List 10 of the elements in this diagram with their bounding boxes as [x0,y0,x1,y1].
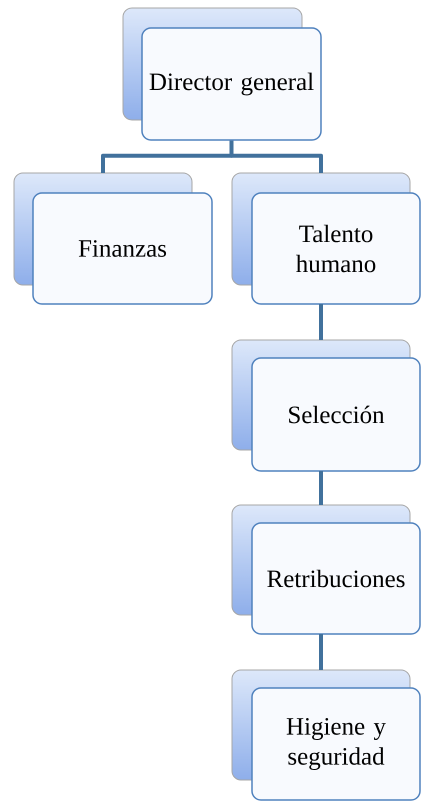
org-box: Finanzas [14,172,213,305]
org-box: Talento humano [232,172,421,305]
org-box: Selección [232,340,421,472]
connector-line [319,471,323,505]
org-box: Higiene y seguridad [232,670,421,801]
connector-line [319,634,323,670]
org-box: Retribuciones [232,504,421,635]
org-box: Director general [122,8,322,141]
connector-line [319,304,323,340]
connector-line [230,140,323,173]
